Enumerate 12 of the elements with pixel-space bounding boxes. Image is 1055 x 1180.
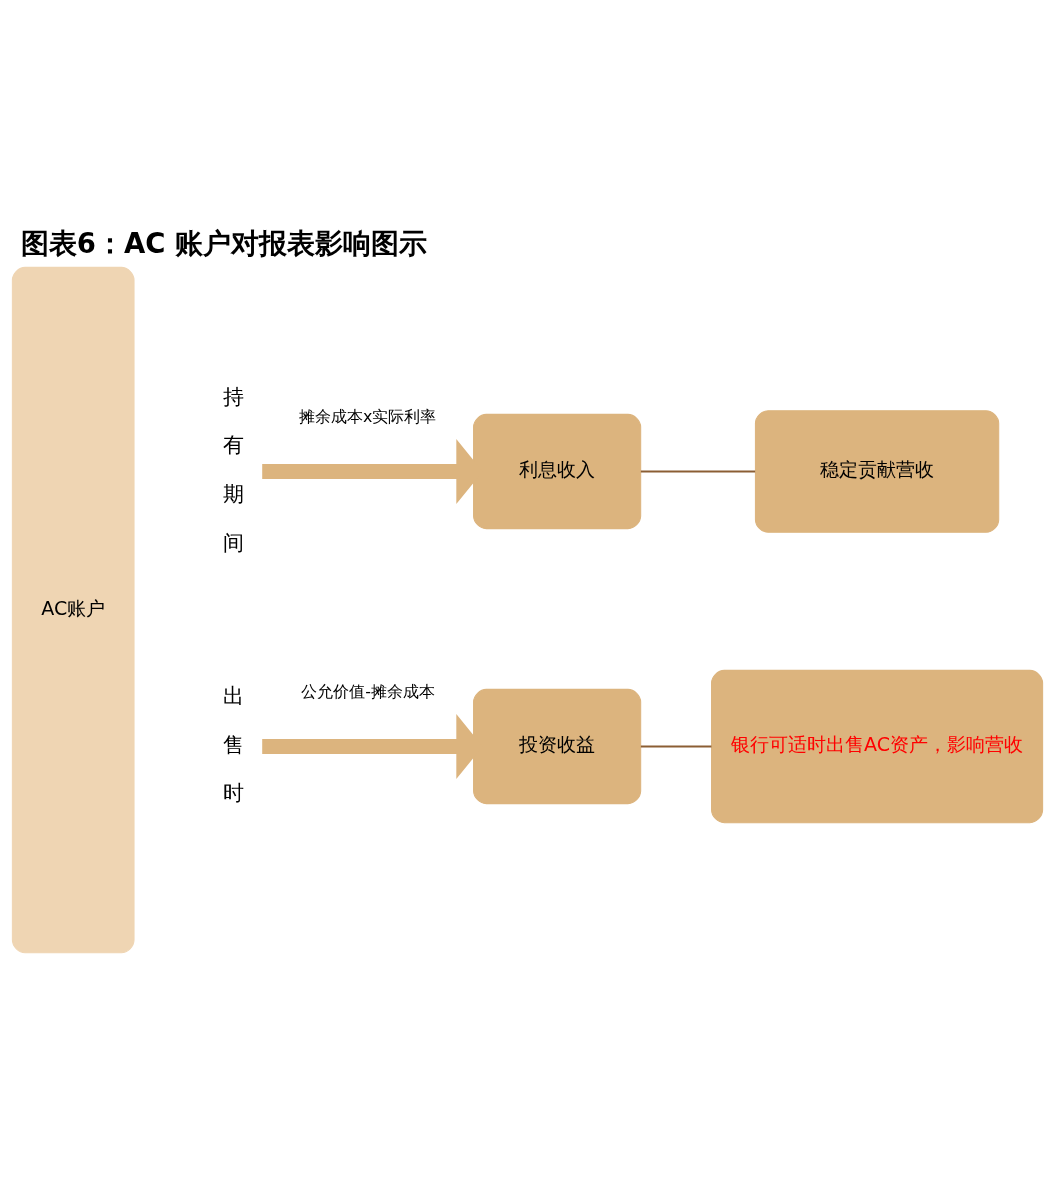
diagram-title: 图表6：AC 账户对报表影响图示 <box>20 226 428 259</box>
edge-label: 公允价值-摊余成本 <box>301 681 435 701</box>
connector <box>640 744 712 748</box>
node-box: AC账户 <box>11 266 135 953</box>
node-text: 出售时 <box>222 682 244 805</box>
node-text: 持有期间 <box>222 383 244 555</box>
edge-label: 摊余成本x实际利率 <box>299 406 437 426</box>
node-box: 稳定贡献营收 <box>754 409 1000 533</box>
node-box: 银行可适时出售AC资产，影响营收 <box>711 669 1044 823</box>
node-box: 利息收入 <box>473 413 642 529</box>
connector <box>640 469 756 473</box>
node-box: 投资收益 <box>473 688 642 804</box>
